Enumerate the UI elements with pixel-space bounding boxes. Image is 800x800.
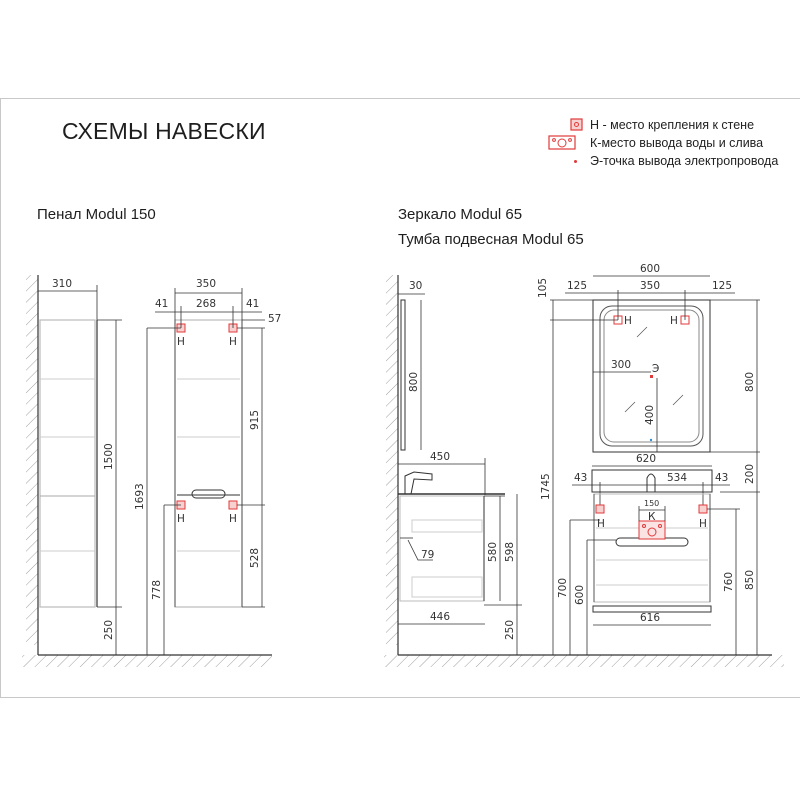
svg-text:446: 446	[430, 611, 450, 623]
dim-310: 310	[52, 278, 72, 290]
svg-text:Н: Н	[177, 336, 185, 348]
dim-350: 350	[196, 278, 216, 290]
svg-text:250: 250	[504, 620, 516, 640]
mirror-cabinet-front-view: Н Н Э 600 125 350 125 105 300 400 800 200 1…	[537, 263, 760, 655]
svg-text:915: 915	[249, 410, 261, 430]
svg-text:400: 400	[644, 405, 656, 425]
svg-text:600: 600	[640, 263, 660, 275]
section-title-mirror: Зеркало Modul 65	[398, 206, 523, 223]
svg-text:30: 30	[409, 280, 422, 292]
electric-point-dot-icon	[574, 160, 577, 163]
svg-text:778: 778	[151, 580, 163, 600]
page-title: СХЕМЫ НАВЕСКИ	[62, 118, 266, 144]
svg-text:450: 450	[430, 451, 450, 463]
svg-text:Н: Н	[229, 513, 237, 525]
svg-text:Н: Н	[699, 518, 707, 530]
wall-mount-square-icon	[570, 118, 583, 131]
svg-text:150: 150	[644, 499, 659, 508]
svg-text:Н: Н	[229, 336, 237, 348]
svg-text:41: 41	[155, 298, 168, 310]
dim-1500: 1500	[103, 443, 115, 470]
section-title-cabinet: Тумба подвесная Modul 65	[398, 231, 584, 248]
legend-text: Н - место крепления к стене	[590, 118, 755, 132]
svg-text:600: 600	[574, 585, 586, 605]
svg-text:41: 41	[246, 298, 259, 310]
legend-text: К-место вывода воды и слива	[590, 136, 764, 150]
svg-text:760: 760	[723, 572, 735, 592]
svg-text:Э: Э	[652, 363, 659, 375]
penal-front-view: Н Н Н Н 350 41 268 41 57 915 528 1693 778	[134, 278, 281, 655]
svg-text:105: 105	[537, 278, 549, 298]
legend-text: Э-точка вывода электропровода	[590, 154, 779, 168]
svg-text:125: 125	[712, 280, 732, 292]
svg-text:350: 350	[640, 280, 660, 292]
water-outlet-icon	[548, 135, 576, 150]
dim-250-left: 250	[103, 620, 115, 640]
svg-text:528: 528	[249, 548, 261, 568]
drawing-frame	[0, 98, 800, 698]
svg-text:616: 616	[640, 612, 660, 624]
svg-text:43: 43	[715, 472, 728, 484]
svg-text:850: 850	[744, 570, 756, 590]
svg-text:300: 300	[611, 359, 631, 371]
svg-text:800: 800	[408, 372, 420, 392]
dim-268: 268	[196, 298, 216, 310]
svg-text:700: 700	[557, 578, 569, 598]
svg-text:Н: Н	[624, 315, 632, 327]
svg-text:800: 800	[744, 372, 756, 392]
svg-text:Н: Н	[177, 513, 185, 525]
svg-text:620: 620	[636, 453, 656, 465]
svg-text:1693: 1693	[134, 483, 146, 510]
svg-text:Н: Н	[597, 518, 605, 530]
section-title-penal: Пенал Modul 150	[37, 206, 156, 223]
svg-text:580: 580	[487, 542, 499, 562]
svg-text:200: 200	[744, 464, 756, 484]
svg-text:К: К	[648, 511, 656, 523]
mirror-cabinet-side-view: 30 800 450 79 580 598 446 250	[384, 275, 784, 667]
svg-text:43: 43	[574, 472, 587, 484]
svg-text:125: 125	[567, 280, 587, 292]
svg-text:57: 57	[268, 313, 281, 325]
penal-side-view: 310 1500 250	[22, 275, 272, 667]
svg-text:1745: 1745	[540, 473, 552, 500]
svg-text:534: 534	[667, 472, 687, 484]
svg-text:Н: Н	[670, 315, 678, 327]
svg-text:598: 598	[504, 542, 516, 562]
svg-text:79: 79	[421, 549, 434, 561]
